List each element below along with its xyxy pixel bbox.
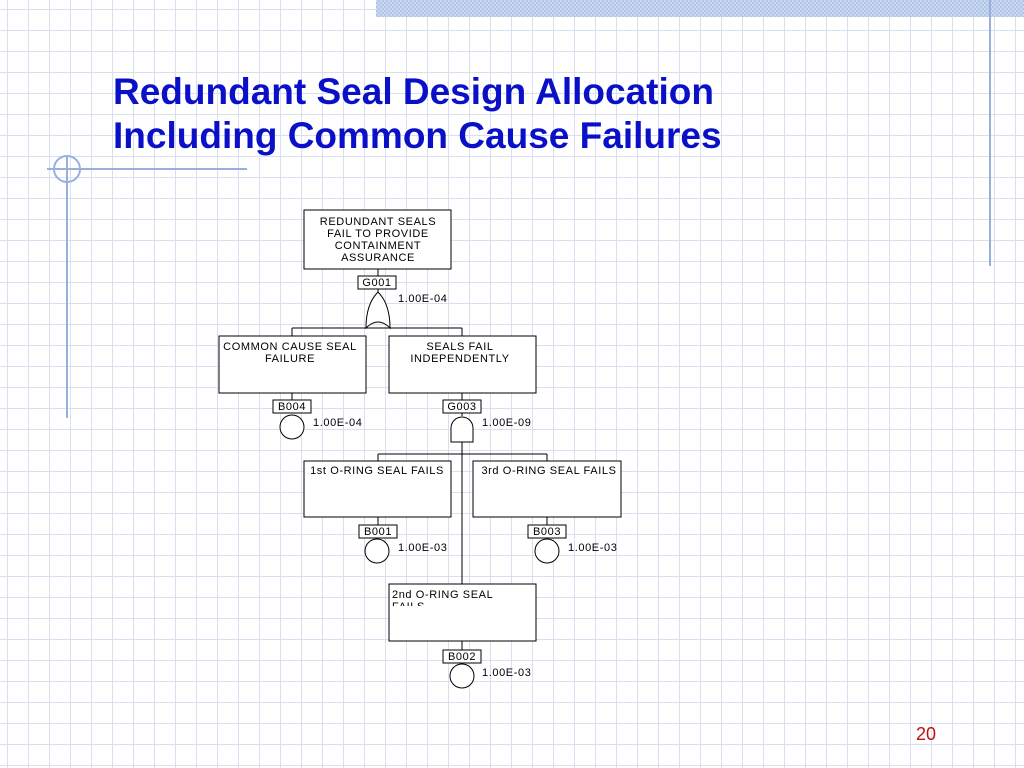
- tree-connectors: [291, 269, 548, 650]
- left-vertical-rule: [66, 155, 68, 418]
- seal-2-desc-line-2: FAILS: [392, 601, 425, 613]
- top-decorative-band: [376, 0, 1024, 17]
- seal-1-desc-line-1: 1st O-RING SEAL FAILS: [310, 465, 444, 477]
- top-event-id-box: [357, 275, 397, 290]
- slide-title-line-1: Redundant Seal Design Allocation: [113, 71, 714, 112]
- decorative-ring: [53, 155, 81, 183]
- seal-1-id-box: [358, 524, 398, 539]
- independent-desc-line-2: INDEPENDENTLY: [410, 353, 509, 365]
- title-underline-rule: [47, 168, 247, 170]
- top-event: REDUNDANT SEALS FAIL TO PROVIDE CONTAINM…: [303, 209, 452, 330]
- seal-1-id: B001: [364, 526, 392, 538]
- seal-1-box: [303, 460, 452, 518]
- top-event-desc-line-2: FAIL TO PROVIDE: [327, 228, 429, 240]
- seal-1-event: 1st O-RING SEAL FAILS B001 1.00E-03: [303, 460, 452, 564]
- or-gate-icon: [365, 291, 391, 330]
- common-cause-id-box: [272, 399, 312, 414]
- right-vertical-rule: [989, 0, 991, 266]
- seal-3-event: 3rd O-RING SEAL FAILS B003 1.00E-03: [472, 460, 622, 564]
- top-event-box: [303, 209, 452, 270]
- seal-3-box: [472, 460, 622, 518]
- seal-2-box: [388, 583, 537, 642]
- seal-3-id-box: [527, 524, 567, 539]
- common-cause-probability: 1.00E-04: [313, 417, 362, 429]
- independent-id-box: [442, 399, 482, 414]
- independent-id: G003: [447, 401, 476, 413]
- seal-2-probability: 1.00E-03: [482, 667, 531, 679]
- page-number: 20: [915, 724, 936, 744]
- independent-box: [388, 335, 537, 394]
- seal-1-probability: 1.00E-03: [398, 542, 447, 554]
- basic-event-circle-icon: [449, 663, 475, 689]
- common-cause-id: B004: [278, 401, 306, 413]
- basic-event-circle-icon: [364, 538, 390, 564]
- seal-3-id: B003: [533, 526, 561, 538]
- seal-2-event: 2nd O-RING SEAL FAILS B002 1.00E-03: [388, 583, 537, 689]
- and-gate-icon: [450, 416, 474, 443]
- basic-event-circle-icon: [279, 414, 305, 440]
- seal-3-desc-line-1: 3rd O-RING SEAL FAILS: [481, 465, 616, 477]
- independent-probability: 1.00E-09: [482, 417, 531, 429]
- top-event-desc-line-1: REDUNDANT SEALS: [320, 216, 436, 228]
- slide-title-line-2: Including Common Cause Failures: [113, 115, 722, 156]
- seal-2-id: B002: [448, 651, 476, 663]
- common-cause-box: [218, 335, 367, 394]
- slide-title: Redundant Seal Design Allocation Includi…: [113, 70, 722, 158]
- independent-failure-event: SEALS FAIL INDEPENDENTLY G003 1.00E-09: [388, 335, 537, 443]
- top-event-desc-line-3: CONTAINMENT: [335, 240, 421, 252]
- seal-2-id-box: [442, 649, 482, 664]
- seal-3-probability: 1.00E-03: [568, 542, 617, 554]
- common-cause-desc-line-1: COMMON CAUSE SEAL: [223, 341, 357, 353]
- top-event-probability: 1.00E-04: [398, 293, 447, 305]
- seal-2-desc-line-1: 2nd O-RING SEAL: [392, 589, 493, 601]
- common-cause-event: COMMON CAUSE SEAL FAILURE B004 1.00E-04: [218, 335, 367, 440]
- basic-event-circle-icon: [534, 538, 560, 564]
- independent-desc-line-1: SEALS FAIL: [426, 341, 493, 353]
- top-event-id: G001: [362, 277, 391, 289]
- common-cause-desc-line-2: FAILURE: [265, 353, 315, 365]
- top-event-desc-line-4: ASSURANCE: [341, 252, 415, 264]
